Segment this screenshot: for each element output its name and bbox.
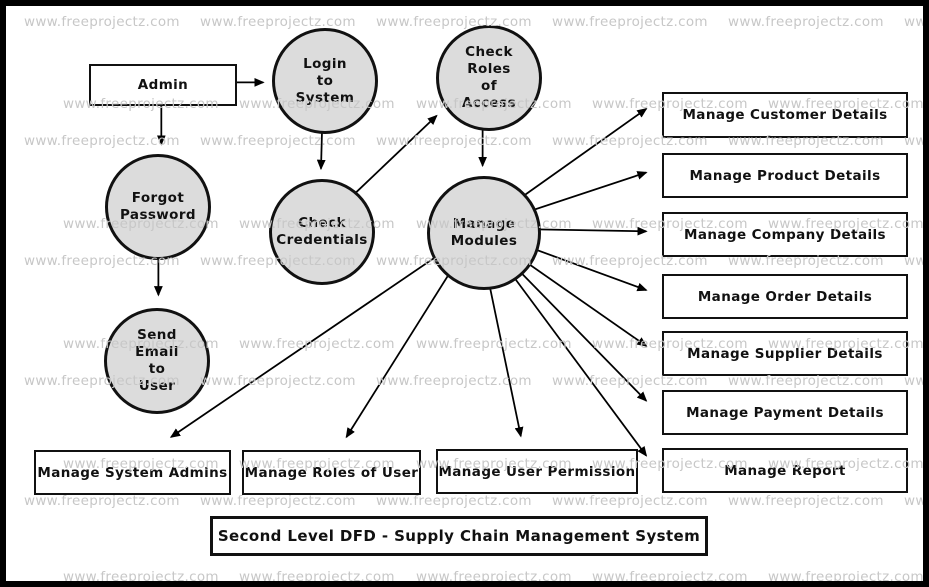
process-check-credentials: Check Credentials [269, 179, 375, 285]
entity-admin: Admin [89, 64, 237, 106]
process-check-roles-of-access: Check Roles of Access [436, 25, 542, 131]
box-manage-order-details: Manage Order Details [662, 274, 908, 319]
box-manage-report: Manage Report [662, 448, 908, 493]
box-manage-user-permission-label: Manage User Permission [438, 463, 636, 480]
process-forgot-password: Forgot Password [105, 154, 211, 260]
process-send-email-to-user: Send Email to User [104, 308, 210, 414]
box-manage-roles-of-user-label: Manage Roles of User [244, 464, 419, 481]
diagram-title: Second Level DFD - Supply Chain Manageme… [210, 516, 708, 556]
box-manage-company-details-label: Manage Company Details [684, 226, 886, 243]
box-manage-roles-of-user: Manage Roles of User [242, 450, 421, 495]
process-login-to-system: Login to System [272, 28, 378, 134]
entity-admin-label: Admin [137, 77, 189, 93]
box-manage-company-details: Manage Company Details [662, 212, 908, 257]
arrow-modules-to-system-admins [169, 227, 479, 438]
box-manage-supplier-details: Manage Supplier Details [662, 331, 908, 376]
diagram-title-label: Second Level DFD - Supply Chain Manageme… [217, 527, 701, 545]
box-manage-product-details-label: Manage Product Details [689, 167, 881, 184]
box-manage-payment-details-label: Manage Payment Details [686, 404, 884, 421]
arrow-check-credentials-to-check-roles [353, 114, 438, 195]
process-check-roles-label: Check Roles of Access [461, 44, 517, 111]
process-forgot-password-label: Forgot Password [120, 190, 196, 223]
box-manage-customer-details: Manage Customer Details [662, 92, 908, 138]
process-login-label: Login to System [295, 55, 355, 106]
box-manage-order-details-label: Manage Order Details [697, 288, 873, 305]
process-manage-modules: Manage Modules [427, 176, 541, 290]
process-check-credentials-label: Check Credentials [276, 215, 368, 248]
box-manage-payment-details: Manage Payment Details [662, 390, 908, 435]
box-manage-customer-details-label: Manage Customer Details [682, 107, 888, 123]
box-manage-report-label: Manage Report [724, 462, 846, 479]
box-manage-product-details: Manage Product Details [662, 153, 908, 198]
box-manage-user-permission: Manage User Permission [436, 449, 638, 494]
box-manage-supplier-details-label: Manage Supplier Details [687, 345, 883, 362]
box-manage-system-admins: Manage System Admins [34, 450, 231, 495]
box-manage-system-admins-label: Manage System Admins [37, 464, 228, 481]
arrow-login-to-check-credentials [316, 132, 326, 171]
process-send-email-label: Send Email to User [135, 327, 179, 394]
process-manage-modules-label: Manage Modules [450, 216, 518, 249]
